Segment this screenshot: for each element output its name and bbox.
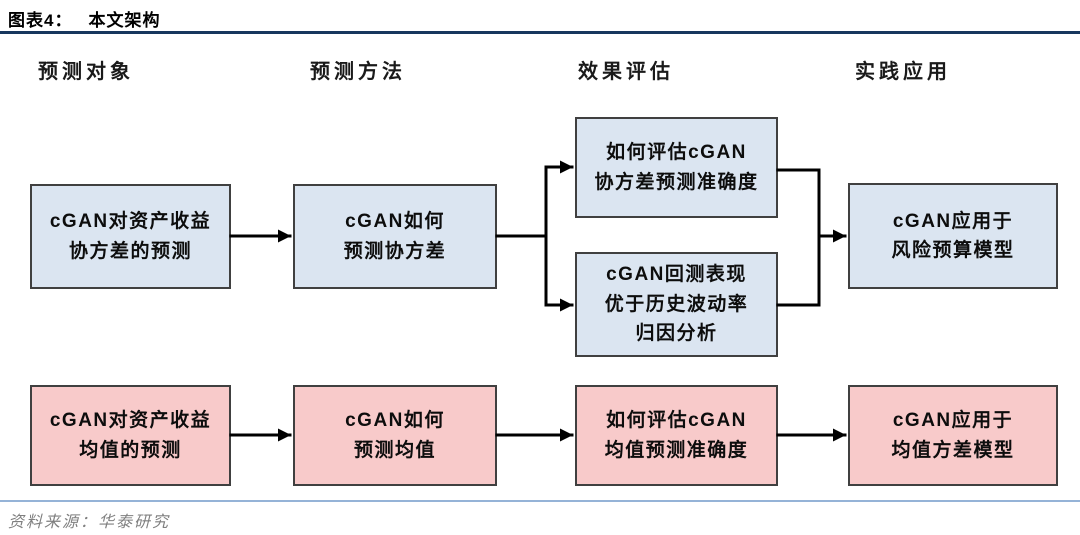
arrow-cov-merge-lower xyxy=(776,234,821,307)
flow-node-cov-application: cGAN应用于 风险预算模型 xyxy=(848,183,1058,289)
figure-label: 图表4： xyxy=(8,11,73,30)
flow-node-mean-eval-label: 如何评估cGAN 均值预测准确度 xyxy=(604,410,749,461)
flow-node-cov-target: cGAN对资产收益 协方差的预测 xyxy=(30,184,231,289)
flow-node-mean-target: cGAN对资产收益 均值的预测 xyxy=(30,385,231,486)
flow-node-mean-application: cGAN应用于 均值方差模型 xyxy=(848,385,1058,486)
arrow-cov-method-split-lower xyxy=(544,234,574,312)
figure-header: 图表4： 本文架构 xyxy=(8,6,160,31)
column-header-practical-application: 实践应用 xyxy=(855,61,951,83)
source-text: 资料来源：华泰研究 xyxy=(8,514,171,531)
flow-node-cov-application-label: cGAN应用于 风险预算模型 xyxy=(891,210,1015,261)
arrow-cov-merge-upper-to-application xyxy=(776,168,847,243)
flow-node-cov-eval-backtest: cGAN回测表现 优于历史波动率 归因分析 xyxy=(575,252,778,357)
flow-node-mean-method-label: cGAN如何 预测均值 xyxy=(345,410,445,461)
flow-node-mean-application-label: cGAN应用于 均值方差模型 xyxy=(891,410,1015,461)
flow-node-mean-target-label: cGAN对资产收益 均值的预测 xyxy=(49,410,212,461)
flow-node-mean-method: cGAN如何 预测均值 xyxy=(293,385,497,486)
flow-node-cov-eval-accuracy: 如何评估cGAN 协方差预测准确度 xyxy=(575,117,778,218)
figure-title: 本文架构 xyxy=(88,11,161,30)
column-header-effect-evaluation: 效果评估 xyxy=(578,61,674,83)
flow-node-cov-method-label: cGAN如何 预测协方差 xyxy=(343,211,447,262)
flow-node-cov-target-label: cGAN对资产收益 协方差的预测 xyxy=(49,211,212,262)
flow-node-cov-method: cGAN如何 预测协方差 xyxy=(293,184,497,289)
title-divider xyxy=(0,31,1080,34)
flow-node-mean-eval: 如何评估cGAN 均值预测准确度 xyxy=(575,385,778,486)
column-header-prediction-target: 预测对象 xyxy=(38,61,134,83)
column-header-prediction-method: 预测方法 xyxy=(310,61,406,83)
footer-divider xyxy=(0,500,1080,502)
arrow-cov-method-split-upper xyxy=(495,160,574,238)
flow-node-cov-eval-backtest-label: cGAN回测表现 优于历史波动率 归因分析 xyxy=(604,264,749,345)
flow-node-cov-eval-accuracy-label: 如何评估cGAN 协方差预测准确度 xyxy=(594,142,759,193)
